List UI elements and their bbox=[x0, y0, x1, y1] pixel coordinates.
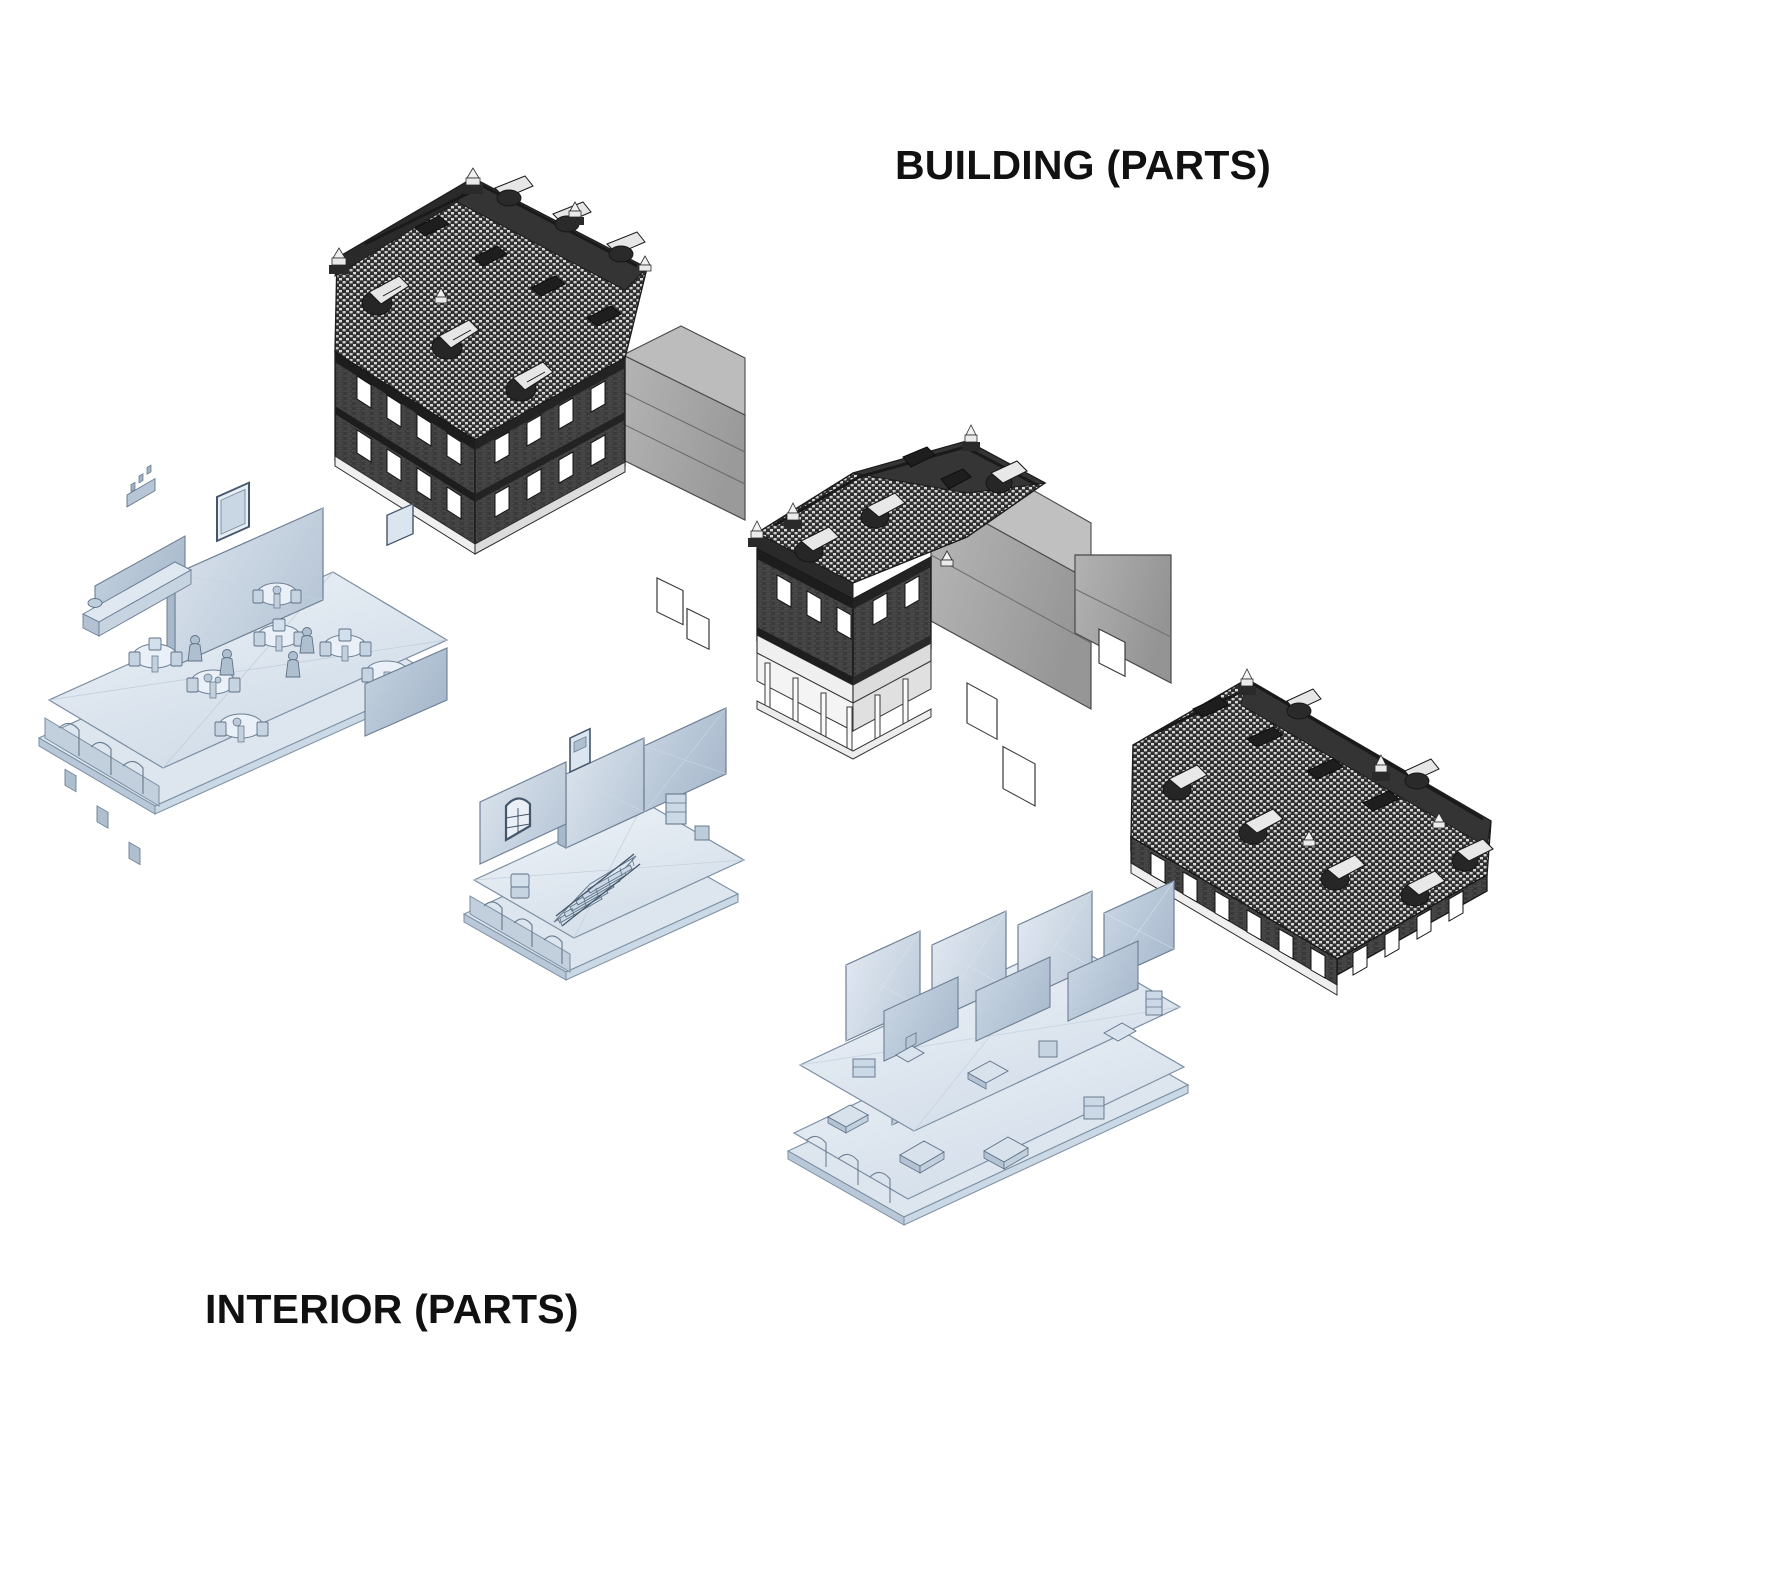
dormer-windows bbox=[1162, 688, 1494, 907]
model-building-main bbox=[325, 140, 765, 651]
brick-facade bbox=[756, 547, 932, 693]
model-interior-dining bbox=[35, 464, 460, 866]
partition-walls bbox=[479, 707, 727, 865]
shop-sign-band bbox=[756, 627, 932, 704]
model-building-long bbox=[1074, 554, 1555, 996]
staircase bbox=[553, 853, 641, 927]
dormer-windows bbox=[794, 446, 1028, 563]
lower-furniture bbox=[827, 1096, 1105, 1174]
dormer-windows bbox=[361, 175, 646, 402]
figures bbox=[187, 627, 315, 678]
arched-window bbox=[504, 797, 532, 842]
cutaway-end-wall bbox=[621, 325, 746, 651]
interior-parts-label: INTERIOR (PARTS) bbox=[205, 1286, 579, 1332]
roof-finials bbox=[1238, 668, 1446, 847]
model-interior-rooms bbox=[780, 865, 1200, 1226]
furniture bbox=[510, 793, 710, 899]
model-building-corner bbox=[735, 385, 1125, 807]
brick-facade bbox=[334, 350, 626, 555]
ground-floor-colonnade bbox=[756, 652, 932, 760]
model-interior-stair bbox=[450, 690, 750, 981]
cutaway-end-wall bbox=[1074, 554, 1172, 684]
building-parts-label: BUILDING (PARTS) bbox=[895, 142, 1271, 188]
mansard-roof bbox=[334, 177, 648, 441]
upper-partitions bbox=[845, 880, 1175, 1062]
panelled-door bbox=[569, 727, 591, 774]
roof-finials bbox=[329, 167, 652, 304]
lower-arcade bbox=[44, 717, 160, 866]
right-wall bbox=[364, 502, 448, 737]
lower-arcade bbox=[469, 895, 571, 973]
upper-furniture bbox=[852, 990, 1163, 1090]
bar-counter bbox=[81, 464, 193, 637]
brick-facade bbox=[1130, 835, 1488, 996]
